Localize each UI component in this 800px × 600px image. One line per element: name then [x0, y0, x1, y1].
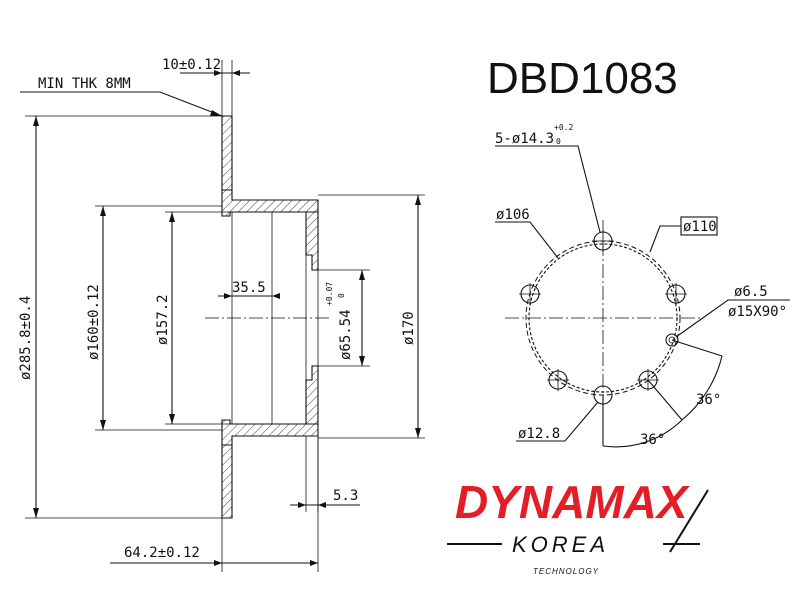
inner-diameter-label: ø157.2	[155, 294, 171, 345]
side-section-view: 10±0.12 MIN THK 8MM ø285.8±0.4 ø160±0.12…	[18, 57, 425, 572]
disc-ring-section-lower	[221, 444, 233, 519]
countersink-label: ø15X90°	[728, 304, 787, 320]
hat-face	[305, 211, 319, 271]
brand-sub: KOREA	[512, 532, 609, 557]
center-bore-label: ø65.54	[338, 309, 354, 360]
hat-wall-top	[221, 189, 319, 217]
hat-depth-label: 35.5	[232, 280, 266, 296]
hub-diameter-label: ø170	[401, 311, 417, 345]
pcd-label: ø106	[496, 207, 530, 223]
min-thickness-label: MIN THK 8MM	[38, 76, 131, 92]
hat-wall-bottom	[221, 419, 319, 446]
bolt-holes-tol-upper: +0.2	[554, 123, 573, 132]
hat-diameter-label: ø160±0.12	[86, 284, 102, 360]
center-bore-tol-lower: 0	[337, 293, 346, 298]
angle-label-2: 36°	[640, 432, 665, 448]
hole-diameter-label: ø12.8	[518, 426, 560, 442]
angle-label-1: 36°	[696, 392, 721, 408]
front-view: 5-ø14.3 +0.2 0 ø106 ø110 ø6.5 ø15X90° 36…	[495, 123, 790, 448]
pcd-boxed-label: ø110	[683, 219, 717, 235]
center-bore-tol-upper: +0.07	[325, 282, 334, 306]
small-hole-label: ø6.5	[734, 284, 768, 300]
dynamax-logo: DYNAMAX KOREA TECHNOLOGY	[447, 476, 709, 576]
total-height-label: 64.2±0.12	[124, 545, 200, 561]
small-hole	[665, 333, 679, 347]
disc-ring-section	[221, 115, 233, 191]
brand-tagline: TECHNOLOGY	[533, 567, 599, 576]
flange-thickness-label: 5.3	[333, 488, 358, 504]
brand-name: DYNAMAX	[455, 476, 690, 528]
outer-diameter-label: ø285.8±0.4	[18, 296, 34, 380]
bolt-holes-label: 5-ø14.3	[495, 131, 554, 147]
thickness-label: 10±0.12	[162, 57, 221, 73]
hat-face-lower	[305, 365, 319, 425]
bolt-holes-tol-lower: 0	[556, 137, 561, 146]
part-number-title: DBD1083	[487, 54, 678, 103]
